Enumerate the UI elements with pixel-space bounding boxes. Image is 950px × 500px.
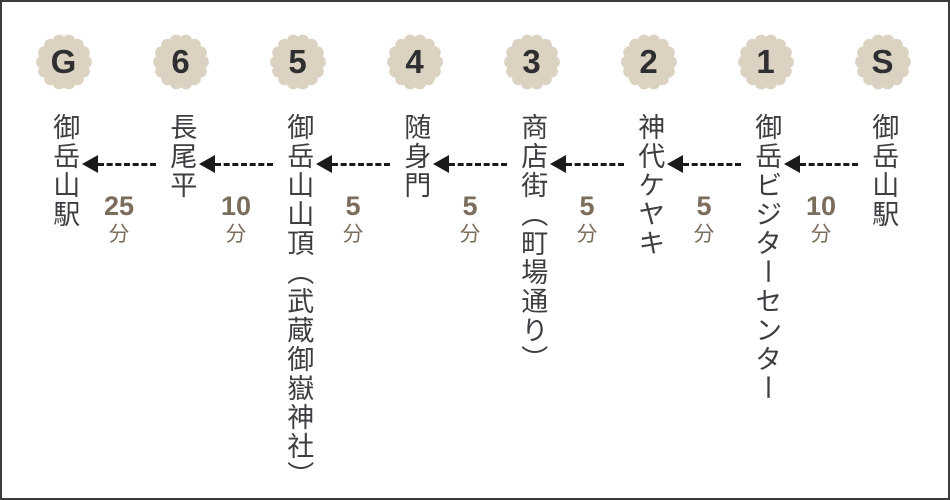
minutes-unit: 分 [342,223,364,246]
dashed-arrow-left-icon [316,154,390,174]
stop-label-4: 随身門 [400,113,431,200]
stop-badge-4: 4 [386,33,444,91]
stop-column-6: 6 長尾平 [122,33,239,490]
stop-column-s: S 御岳山駅 [824,33,941,490]
walk-time: 10 分 [220,191,252,246]
stop-badge-2: 2 [620,33,678,91]
walk-time: 25 分 [103,191,135,246]
stop-code: 5 [288,43,307,80]
stop-code: 1 [756,43,775,80]
walk-minutes: 10 [220,191,252,221]
leg-2-to-3: 5 分 [550,154,624,245]
stop-code: 3 [522,43,541,80]
minutes-unit: 分 [810,223,832,246]
leg-s-to-1: 10 分 [784,154,858,245]
walk-time: 5 分 [459,191,481,246]
walk-minutes: 10 [805,191,837,221]
walk-minutes: 5 [579,191,595,221]
walk-time: 5 分 [576,191,598,246]
minutes-unit: 分 [225,223,247,246]
walk-minutes: 5 [345,191,361,221]
leg-3-to-4: 5 分 [433,154,507,245]
dashed-arrow-left-icon [784,154,858,174]
stop-column-g: G 御岳山駅 [5,33,122,490]
dashed-arrow-left-icon [667,154,741,174]
walk-minutes: 5 [462,191,478,221]
stop-label-5: 御岳山山頂（武蔵御嶽神社） [283,113,314,490]
minutes-unit: 分 [459,223,481,246]
leg-5-to-6: 10 分 [199,154,273,245]
stop-column-2: 2 神代ケヤキ [590,33,707,490]
leg-1-to-2: 5 分 [667,154,741,245]
stop-column-4: 4 随身門 [356,33,473,490]
stop-label-g: 御岳山駅 [49,113,80,229]
dashed-arrow-left-icon [550,154,624,174]
stop-code: G [50,43,77,80]
leg-6-to-g: 25 分 [82,154,156,245]
stop-badge-1: 1 [737,33,795,91]
stop-label-3: 商店街（町場通り） [517,113,548,374]
stop-label-6: 長尾平 [166,113,197,200]
stop-label-2: 神代ケヤキ [634,113,665,258]
walk-time: 10 分 [805,191,837,246]
stop-code: 2 [639,43,658,80]
stop-columns: G 御岳山駅 6 長尾平 5 御岳山山頂（武蔵御嶽神社） 4 随身門 [2,2,948,490]
stop-badge-6: 6 [152,33,210,91]
dashed-arrow-left-icon [433,154,507,174]
dashed-arrow-left-icon [199,154,273,174]
stop-column-1: 1 御岳ビジターセンター [707,33,824,490]
stop-badge-5: 5 [269,33,327,91]
minutes-unit: 分 [693,223,715,246]
stop-column-5: 5 御岳山山頂（武蔵御嶽神社） [239,33,356,490]
stop-label-1: 御岳ビジターセンター [751,113,782,403]
stop-code: 6 [171,43,190,80]
walk-minutes: 5 [696,191,712,221]
walk-minutes: 25 [103,191,135,221]
dashed-arrow-left-icon [82,154,156,174]
minutes-unit: 分 [108,223,130,246]
minutes-unit: 分 [576,223,598,246]
stop-label-s: 御岳山駅 [868,113,899,229]
walk-time: 5 分 [342,191,364,246]
stop-badge-s: S [854,33,912,91]
walk-time: 5 分 [693,191,715,246]
stop-code: 4 [405,43,424,80]
stop-badge-3: 3 [503,33,561,91]
stop-badge-g: G [35,33,93,91]
leg-4-to-5: 5 分 [316,154,390,245]
stop-column-3: 3 商店街（町場通り） [473,33,590,490]
stop-code: S [871,43,894,80]
